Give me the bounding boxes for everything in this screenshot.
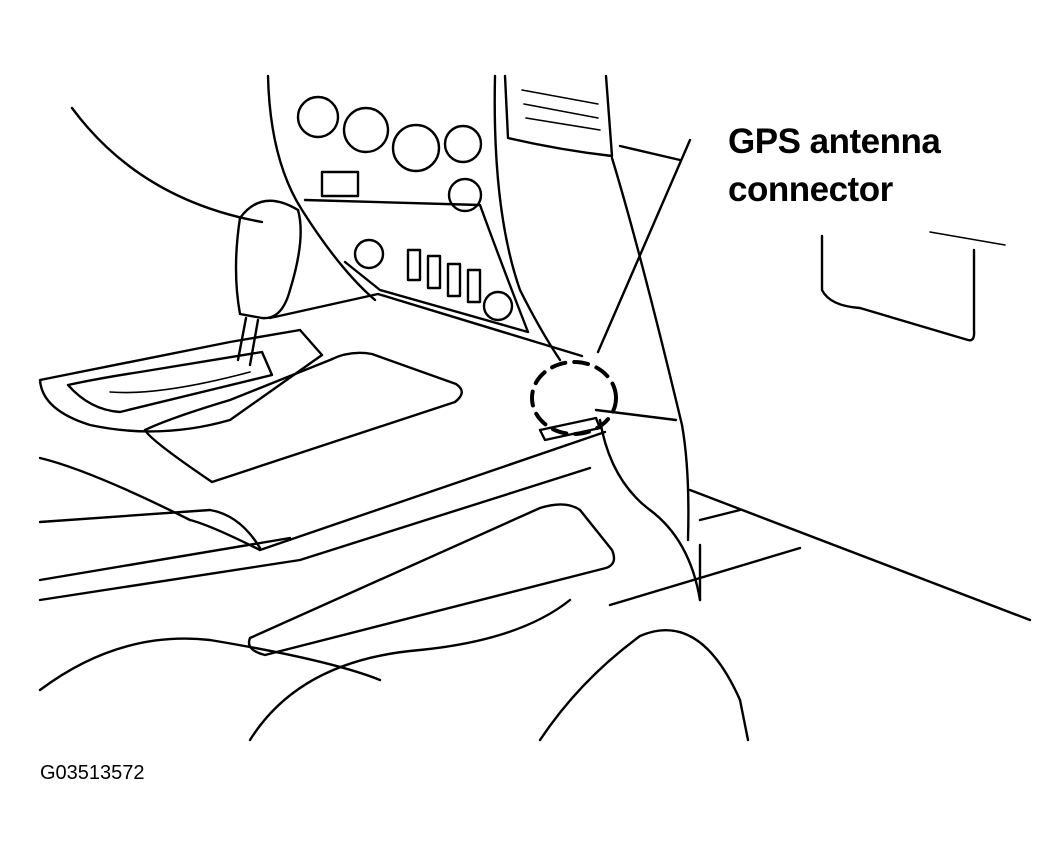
seat-right <box>538 628 750 742</box>
panel-switch-2 <box>426 254 442 290</box>
vent-slats <box>521 89 601 131</box>
door-trim-inner <box>698 508 742 522</box>
vent-outline <box>503 74 614 158</box>
floor-line <box>608 546 802 607</box>
door-trim <box>688 488 1032 622</box>
panel-button-right <box>482 290 514 322</box>
connector-plug <box>538 416 602 442</box>
shifter-gate <box>66 350 274 414</box>
right-panel-box <box>820 234 976 342</box>
console-top-edge <box>268 292 584 358</box>
callout-leader-line <box>596 138 692 354</box>
console-front-edge <box>38 430 607 552</box>
knob-5 <box>447 177 483 213</box>
panel-switch-3 <box>446 262 462 298</box>
storage-bin <box>247 503 616 657</box>
center-stack-right-edge <box>493 74 562 362</box>
small-display <box>320 170 360 198</box>
connector-cable <box>594 408 678 422</box>
seat-left-cushion <box>248 598 572 742</box>
shifter-gate-inner <box>109 371 251 394</box>
cabin-curve <box>70 106 264 224</box>
console-right-side <box>598 418 702 602</box>
shift-knob <box>234 199 302 320</box>
callout-line-2: connector <box>728 170 893 209</box>
right-trim-line-2 <box>610 156 690 542</box>
figure-id: G03513572 <box>40 762 145 784</box>
console-lid <box>143 351 463 484</box>
panel-switch-1 <box>406 248 422 282</box>
panel-switch-4 <box>466 268 482 304</box>
console-side <box>38 508 262 550</box>
gps-antenna-connector-callout: GPS antenna connector <box>728 118 1028 214</box>
panel-button-left <box>353 238 385 270</box>
shift-lever <box>236 316 260 367</box>
center-stack-left-edge <box>266 74 377 302</box>
knob-1 <box>296 95 340 139</box>
knob-4 <box>443 124 483 164</box>
console-lower-edge <box>38 536 292 582</box>
right-trim-line <box>618 144 682 162</box>
knob-2 <box>342 106 390 154</box>
knob-3 <box>391 123 441 173</box>
center-stack-lower-panel <box>303 198 530 334</box>
right-panel-top <box>929 231 1006 246</box>
console-bottom-edge <box>38 466 592 602</box>
seat-left <box>38 637 382 692</box>
callout-line-1: GPS antenna <box>728 122 941 161</box>
shifter-bezel-outer <box>38 328 324 433</box>
